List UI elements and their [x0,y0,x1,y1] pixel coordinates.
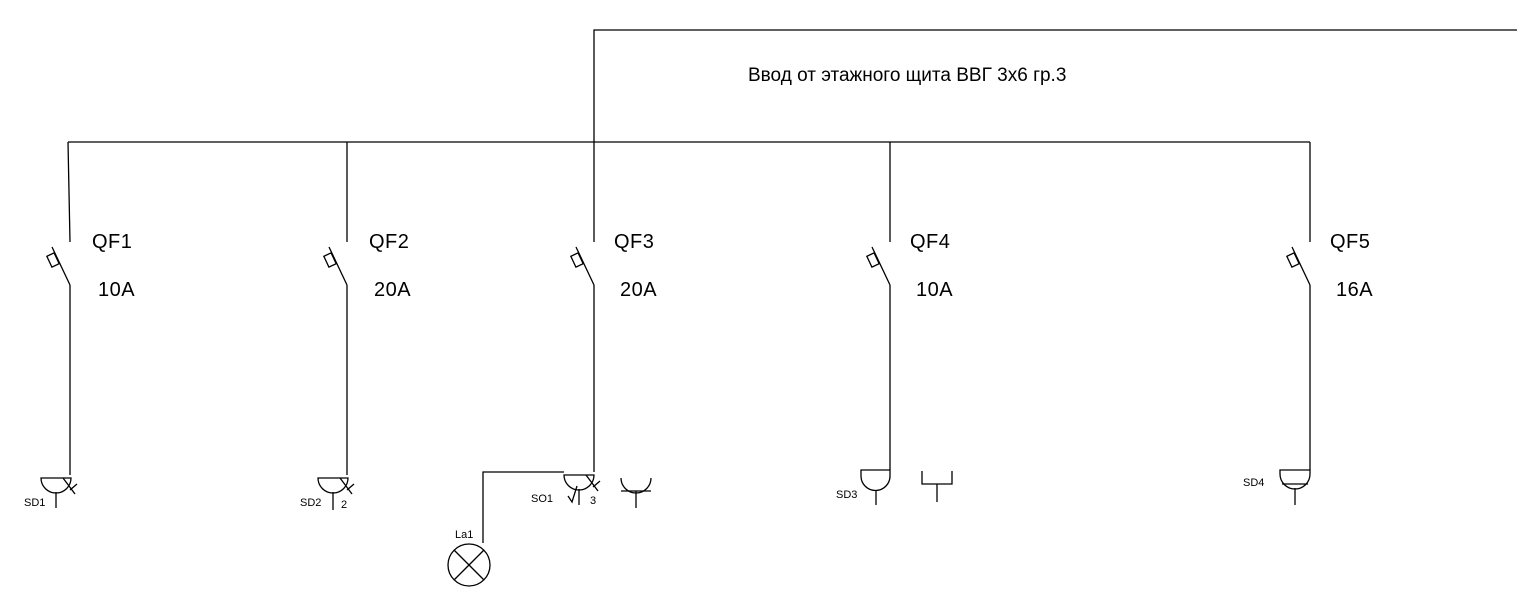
outlet-label: SO1 [531,493,553,505]
outlet-label: SD3 [836,489,857,501]
feeder-4: QF4 10A SD3 [836,142,953,505]
breaker-name: QF2 [369,231,409,253]
breaker-rating: 10A [98,279,135,301]
circuit-breaker-symbol [1285,246,1311,286]
incoming-feed-line [593,29,1517,142]
outlet-label: SD1 [24,497,45,509]
circuit-breaker-symbol [569,246,595,286]
socket-outlet-symbol [860,469,891,505]
outlet-label: SD4 [1243,477,1264,489]
outlet-label: SD2 [300,497,321,509]
breaker-rating: 20A [374,279,411,301]
socket-outlet-symbol [1279,469,1311,505]
outlet-extra: 2 [341,499,347,511]
feeder-5: QF5 16A SD4 [1243,142,1373,505]
socket-outlet-symbol [40,477,78,508]
circuit-breaker-symbol [322,246,348,286]
circuit-breaker-symbol [45,246,71,286]
feeder-3: QF3 20A La1 SO1 3 [447,142,657,587]
feeder-1: QF1 10A SD1 [24,141,135,509]
breaker-rating: 20A [620,279,657,301]
switched-socket-symbol [563,474,601,505]
spare-socket-symbol [921,471,953,502]
circuit-breaker-symbol [865,246,891,286]
socket-outlet-symbol [317,477,355,510]
breaker-rating: 10A [916,279,953,301]
breaker-name: QF5 [1330,231,1370,253]
breaker-name: QF1 [92,231,132,253]
lamp-symbol [447,543,491,587]
outlet-extra: 3 [590,495,596,507]
breaker-name: QF3 [614,231,654,253]
spare-socket-symbol [620,477,652,508]
breaker-name: QF4 [910,231,950,253]
lamp-label: La1 [455,529,473,541]
feed-title: Ввод от этажного щита ВВГ 3х6 гр.3 [748,65,1066,86]
feeder-2: QF2 20A SD2 2 [300,142,411,511]
breaker-rating: 16A [1336,279,1373,301]
lighting-wire [482,471,564,543]
